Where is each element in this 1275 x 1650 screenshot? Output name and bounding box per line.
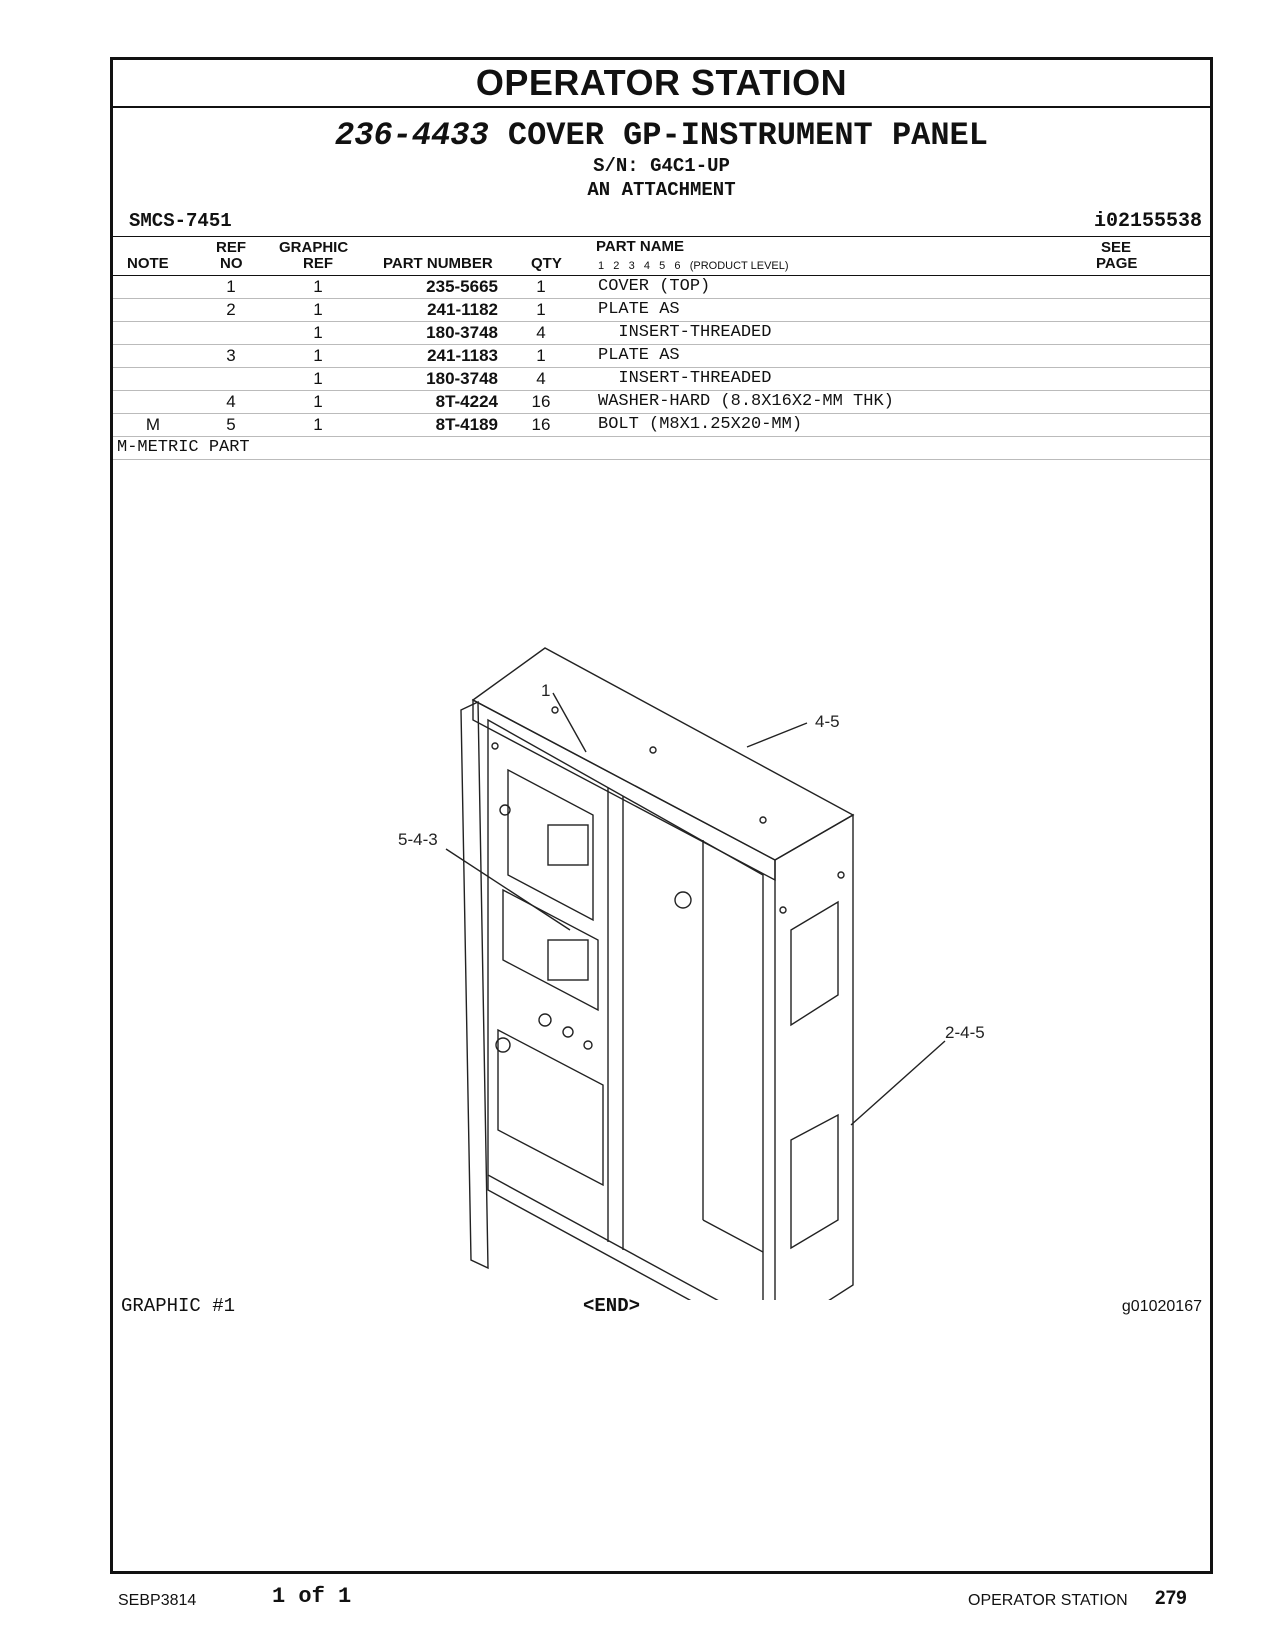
footer-doc-number: SEBP3814 bbox=[118, 1592, 197, 1609]
note-cell: M bbox=[145, 415, 161, 434]
callout-4-5-leader bbox=[746, 722, 808, 748]
graphic-ref-cell: 1 bbox=[313, 300, 323, 319]
end-marker: <END> bbox=[583, 1295, 641, 1317]
part-number-cell: 180-3748 bbox=[426, 369, 498, 388]
col-see-top: SEE bbox=[1101, 239, 1132, 256]
qty-cell: 1 bbox=[536, 346, 546, 365]
table-row: M 5 1 8T-4189 16 BOLT (M8X1.25X20-MM) bbox=[113, 414, 1210, 437]
table-row: 4 1 8T-4224 16 WASHER-HARD (8.8X16X2-MM … bbox=[113, 391, 1210, 414]
part-number-cell: 180-3748 bbox=[426, 323, 498, 342]
table-row: 1 180-3748 4 INSERT-THREADED bbox=[113, 368, 1210, 391]
part-name-cell: WASHER-HARD (8.8X16X2-MM THK) bbox=[598, 392, 894, 411]
part-name-cell: BOLT (M8X1.25X20-MM) bbox=[598, 415, 803, 434]
group-title: 236-4433 COVER GP-INSTRUMENT PANEL bbox=[113, 118, 1210, 154]
group-header: 236-4433 COVER GP-INSTRUMENT PANEL S/N: … bbox=[113, 118, 1210, 202]
footer-section: OPERATOR STATION bbox=[968, 1592, 1128, 1609]
col-product-level: 1 2 3 4 5 6 (PRODUCT LEVEL) bbox=[598, 260, 789, 272]
part-number-cell: 235-5665 bbox=[426, 277, 498, 296]
footer-page-number: 279 bbox=[1155, 1588, 1187, 1609]
col-graphic-bottom: REF bbox=[303, 255, 333, 272]
col-part-name: PART NAME bbox=[596, 238, 685, 255]
qty-cell: 16 bbox=[531, 415, 551, 434]
callout-5-4-3-leader bbox=[445, 848, 571, 931]
col-graphic-top: GRAPHIC bbox=[279, 239, 349, 256]
part-name-cell: PLATE AS bbox=[598, 300, 680, 319]
part-number-cell: 241-1183 bbox=[427, 346, 498, 365]
page-frame: OPERATOR STATION 236-4433 COVER GP-INSTR… bbox=[110, 57, 1213, 1574]
part-name-cell: COVER (TOP) bbox=[598, 277, 711, 296]
parts-table: 1 1 235-5665 1 COVER (TOP) 2 1 241-1182 … bbox=[113, 276, 1210, 460]
table-row: 2 1 241-1182 1 PLATE AS bbox=[113, 299, 1210, 322]
serial-number: S/N: G4C1-UP bbox=[593, 155, 730, 177]
table-row: 1 1 235-5665 1 COVER (TOP) bbox=[113, 276, 1210, 299]
qty-cell: 1 bbox=[536, 300, 546, 319]
table-row: 3 1 241-1183 1 PLATE AS bbox=[113, 345, 1210, 368]
col-note: NOTE bbox=[127, 255, 169, 272]
graphic-id: g01020167 bbox=[1121, 1298, 1202, 1315]
part-number-cell: 241-1182 bbox=[427, 300, 498, 319]
part-number-cell: 8T-4224 bbox=[435, 392, 498, 411]
attachment-type: AN ATTACHMENT bbox=[587, 179, 736, 201]
col-qty: QTY bbox=[531, 255, 562, 272]
metric-note: M-METRIC PART bbox=[113, 437, 1210, 460]
table-header: NOTE REF NO GRAPHIC REF PART NUMBER QTY … bbox=[113, 236, 1210, 276]
ref-cell: 4 bbox=[226, 392, 236, 411]
ref-cell: 5 bbox=[226, 415, 236, 434]
col-ref-top: REF bbox=[216, 239, 246, 256]
footer-page-count: 1 of 1 bbox=[272, 1584, 352, 1609]
instrument-panel-illustration: 1 4-5 5-4-3 2-4-5 bbox=[398, 647, 985, 1300]
ref-cell: 3 bbox=[226, 346, 236, 365]
section-title: OPERATOR STATION bbox=[113, 60, 1210, 108]
ref-cell: 2 bbox=[226, 300, 236, 319]
group-name: COVER GP-INSTRUMENT PANEL bbox=[507, 117, 988, 154]
part-name-cell: INSERT-THREADED bbox=[598, 323, 772, 342]
right-side-panel bbox=[774, 813, 854, 1300]
graphic-ref-cell: 1 bbox=[313, 277, 323, 296]
qty-cell: 4 bbox=[536, 323, 546, 342]
graphic-label: GRAPHIC #1 bbox=[121, 1295, 236, 1317]
callout-4-5: 4-5 bbox=[815, 712, 840, 731]
qty-cell: 1 bbox=[536, 277, 546, 296]
callout-2-4-5-leader bbox=[850, 1040, 946, 1126]
callout-5-4-3: 5-4-3 bbox=[398, 830, 438, 849]
callout-1: 1 bbox=[541, 681, 550, 700]
graphic-ref-cell: 1 bbox=[313, 415, 323, 434]
callout-2-4-5: 2-4-5 bbox=[945, 1023, 985, 1042]
group-part-number: 236-4433 bbox=[335, 117, 489, 154]
front-frame-edge bbox=[460, 700, 489, 1270]
table-row: 1 180-3748 4 INSERT-THREADED bbox=[113, 322, 1210, 345]
front-panel bbox=[487, 718, 764, 1300]
part-name-cell: INSERT-THREADED bbox=[598, 369, 772, 388]
col-see-bottom: PAGE bbox=[1096, 255, 1138, 272]
col-part-number: PART NUMBER bbox=[383, 255, 493, 272]
graphic-ref-cell: 1 bbox=[313, 369, 323, 388]
qty-cell: 16 bbox=[531, 392, 551, 411]
qty-cell: 4 bbox=[536, 369, 546, 388]
part-name-cell: PLATE AS bbox=[598, 346, 680, 365]
graphic-ref-cell: 1 bbox=[313, 346, 323, 365]
ref-cell: 1 bbox=[226, 277, 236, 296]
graphic-ref-cell: 1 bbox=[313, 392, 323, 411]
callout-1-leader bbox=[552, 692, 587, 753]
top-cover-face bbox=[471, 647, 855, 861]
smcs-code: SMCS-7451 bbox=[129, 210, 232, 232]
col-ref-bottom: NO bbox=[220, 255, 243, 272]
document-id: i02155538 bbox=[1093, 210, 1202, 233]
graphic-ref-cell: 1 bbox=[313, 323, 323, 342]
part-number-cell: 8T-4189 bbox=[435, 415, 498, 434]
